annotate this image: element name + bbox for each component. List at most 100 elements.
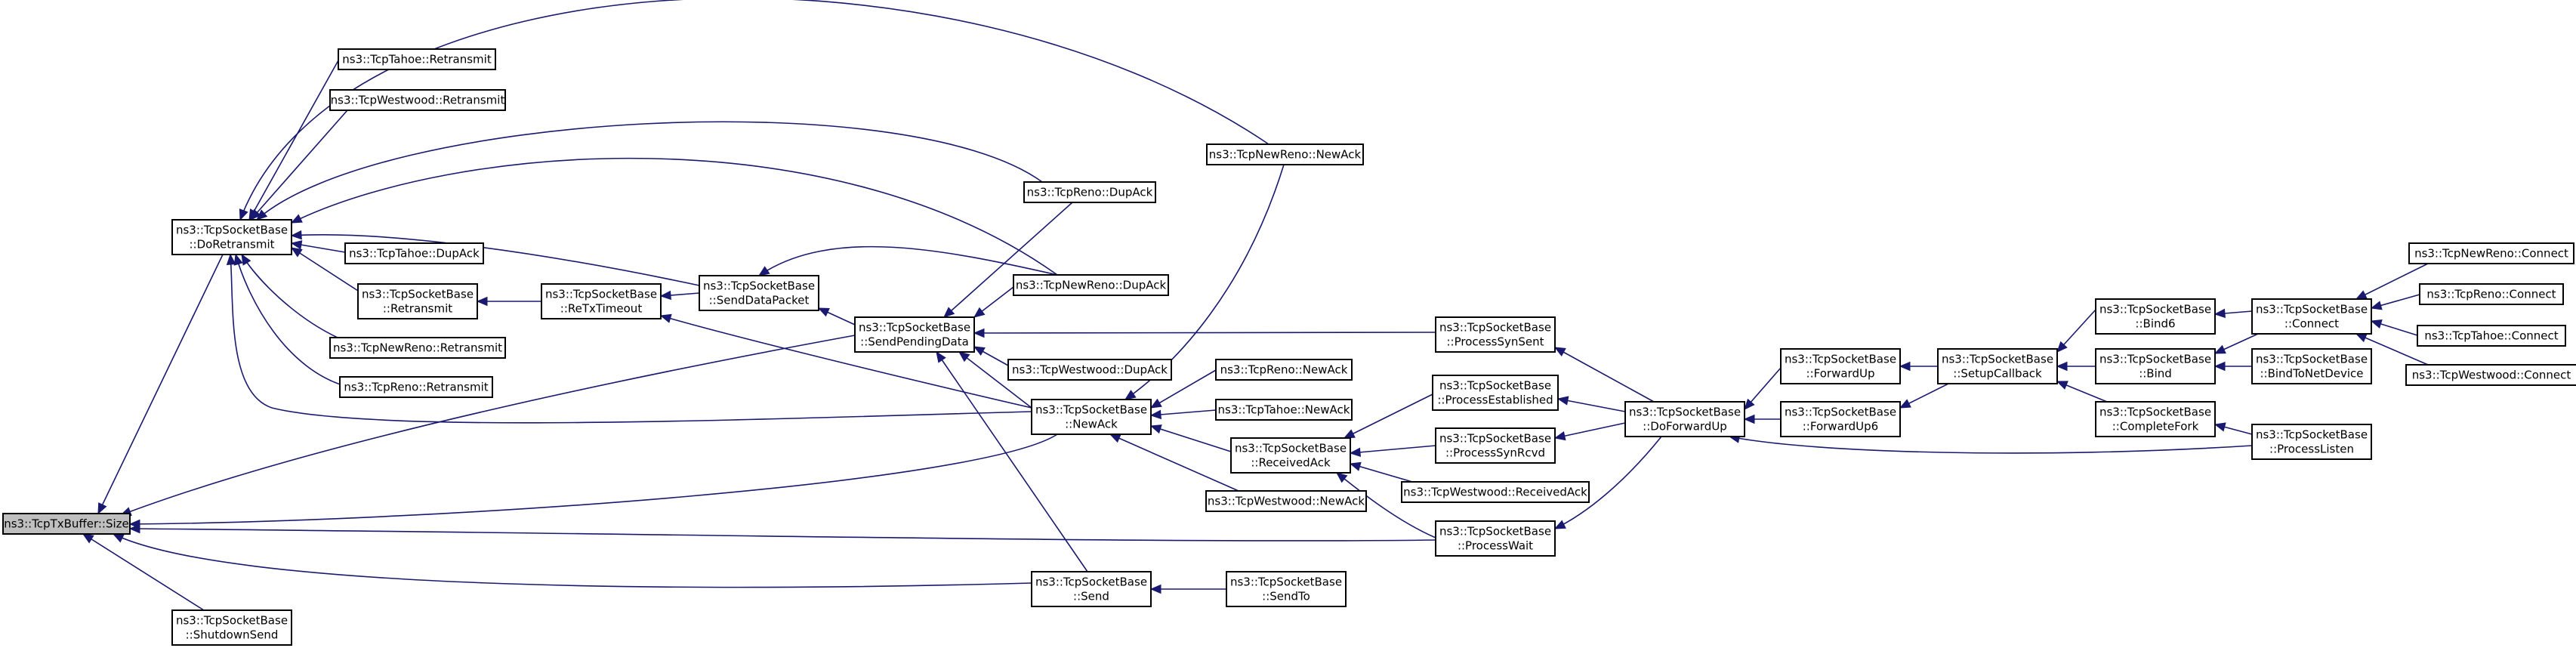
node-label-line: ns3::TcpSocketBase xyxy=(1785,353,1896,366)
node-doforwardup[interactable]: ns3::TcpSocketBase::DoForwardUp xyxy=(1624,401,1745,437)
node-label-line: ns3::TcpReno::Retransmit xyxy=(344,381,488,394)
node-box xyxy=(171,609,292,646)
node-bindtonetdevice[interactable]: ns3::TcpSocketBase::BindToNetDevice xyxy=(2251,348,2372,384)
edge-processsynsent-to-sendpendingdata xyxy=(973,328,1436,338)
node-label-line: ns3::TcpSocketBase xyxy=(2099,353,2211,366)
node-box xyxy=(2095,401,2216,437)
node-westwood-newack[interactable]: ns3::TcpWestwood::NewAck xyxy=(1205,490,1367,512)
node-label-line: ::ShutdownSend xyxy=(186,628,279,642)
node-newreno-newack[interactable]: ns3::TcpNewReno::NewAck xyxy=(1206,143,1364,165)
node-connect[interactable]: ns3::TcpSocketBase::Connect xyxy=(2251,298,2372,335)
edge-send-to-size xyxy=(112,533,1032,588)
node-box xyxy=(329,89,506,111)
node-box xyxy=(2251,298,2372,335)
node-receivedack[interactable]: ns3::TcpSocketBase::ReceivedAck xyxy=(1230,437,1351,474)
edge-bind-to-setupcallback xyxy=(2056,361,2096,372)
node-box xyxy=(1432,375,1559,411)
node-label-line: ns3::TcpSocketBase xyxy=(1439,525,1551,538)
edge-shutdownsend-to-size xyxy=(82,533,205,611)
edge-receivedack-to-newack xyxy=(1149,424,1232,452)
node-tahoe-dupack[interactable]: ns3::TcpTahoe::DupAck xyxy=(344,242,484,264)
node-box xyxy=(2408,242,2574,264)
node-doretransmit[interactable]: ns3::TcpSocketBase::DoRetransmit xyxy=(171,219,292,255)
node-label-line: ns3::TcpWestwood::DupAck xyxy=(1012,363,1168,377)
node-label-line: ::SendTo xyxy=(1262,590,1310,603)
node-completefork[interactable]: ns3::TcpSocketBase::CompleteFork xyxy=(2095,401,2216,437)
node-size[interactable]: ns3::TcpTxBuffer::Size xyxy=(2,513,131,535)
node-box xyxy=(2417,325,2566,347)
node-processestablished[interactable]: ns3::TcpSocketBase::ProcessEstablished xyxy=(1432,375,1559,411)
edge-connect-to-bind6 xyxy=(2214,308,2253,319)
node-label-line: ::ReTxTimeout xyxy=(560,302,643,316)
node-label-line: ::ForwardUp xyxy=(1806,367,1875,381)
node-reno-connect[interactable]: ns3::TcpReno::Connect xyxy=(2419,283,2564,305)
node-label-line: ::Connect xyxy=(2284,317,2339,331)
edge-sendto-to-send xyxy=(1149,584,1226,594)
edge-newreno_dupack-to-sendpendingdata xyxy=(973,286,1014,318)
node-reno-retransmit[interactable]: ns3::TcpReno::Retransmit xyxy=(339,376,493,398)
node-newreno-connect[interactable]: ns3::TcpNewReno::Connect xyxy=(2408,242,2574,264)
node-westwood-retransmit[interactable]: ns3::TcpWestwood::Retransmit xyxy=(329,89,506,111)
edge-processwait-to-receivedack xyxy=(1335,472,1436,538)
node-shutdownsend[interactable]: ns3::TcpSocketBase::ShutdownSend xyxy=(171,609,292,646)
node-reno-dupack[interactable]: ns3::TcpReno::DupAck xyxy=(1023,181,1156,203)
node-westwood-receivedack[interactable]: ns3::TcpWestwood::ReceivedAck xyxy=(1401,481,1590,503)
node-label-line: ns3::TcpSocketBase xyxy=(2256,428,2368,442)
edge-reno_retransmit-to-doretransmit xyxy=(233,253,348,387)
node-processwait[interactable]: ns3::TcpSocketBase::ProcessWait xyxy=(1435,520,1556,557)
node-forwardup6[interactable]: ns3::TcpSocketBase::ForwardUp6 xyxy=(1780,401,1901,437)
edge-newreno_dupack-to-senddatapacket xyxy=(757,245,1058,276)
node-box xyxy=(2419,283,2564,305)
node-sendpendingdata[interactable]: ns3::TcpSocketBase::SendPendingData xyxy=(854,316,975,353)
node-label-line: ns3::TcpWestwood::Retransmit xyxy=(331,94,505,107)
edge-newack-to-sendpendingdata xyxy=(958,351,1032,409)
node-forwardup[interactable]: ns3::TcpSocketBase::ForwardUp xyxy=(1780,348,1901,384)
edge-processsynrcvd-to-receivedack xyxy=(1349,445,1436,458)
node-label-line: ns3::TcpNewReno::Connect xyxy=(2414,247,2568,261)
node-label-line: ns3::TcpSocketBase xyxy=(1785,406,1896,419)
node-newack[interactable]: ns3::TcpSocketBase::NewAck xyxy=(1031,399,1152,435)
node-label-line: ::ForwardUp6 xyxy=(1803,420,1878,434)
node-senddatapacket[interactable]: ns3::TcpSocketBase::SendDataPacket xyxy=(699,275,819,311)
edge-bindtonetdevice-to-bind xyxy=(2214,361,2252,372)
node-label-line: ::SendPendingData xyxy=(860,335,969,349)
node-processsynsent[interactable]: ns3::TcpSocketBase::ProcessSynSent xyxy=(1435,316,1556,353)
node-send[interactable]: ns3::TcpSocketBase::Send xyxy=(1031,571,1152,607)
node-label-line: ns3::TcpWestwood::ReceivedAck xyxy=(1403,486,1587,499)
node-label-line: ::SetupCallback xyxy=(1953,367,2042,381)
node-box xyxy=(339,376,493,398)
node-westwood-dupack[interactable]: ns3::TcpWestwood::DupAck xyxy=(1007,359,1172,381)
node-sendto[interactable]: ns3::TcpSocketBase::SendTo xyxy=(1226,571,1347,607)
node-bind6[interactable]: ns3::TcpSocketBase::Bind6 xyxy=(2095,298,2216,335)
node-box xyxy=(541,283,662,319)
node-setupcallback[interactable]: ns3::TcpSocketBase::SetupCallback xyxy=(1937,348,2058,384)
node-label-line: ::SendDataPacket xyxy=(709,294,810,307)
node-processsynrcvd[interactable]: ns3::TcpSocketBase::ProcessSynRcvd xyxy=(1435,427,1556,464)
node-box xyxy=(2095,348,2216,384)
node-retransmit[interactable]: ns3::TcpSocketBase::Retransmit xyxy=(357,283,478,319)
edge-bind6-to-setupcallback xyxy=(2056,309,2096,353)
node-label-line: ns3::TcpSocketBase xyxy=(703,279,815,293)
node-label-line: ns3::TcpNewReno::DupAck xyxy=(1016,279,1167,292)
node-newreno-retransmit[interactable]: ns3::TcpNewReno::Retransmit xyxy=(329,337,506,359)
node-label-line: ns3::TcpSocketBase xyxy=(1629,406,1741,419)
node-westwood-connect[interactable]: ns3::TcpWestwood::Connect xyxy=(2405,364,2576,386)
edge-doforwardup-to-processsynsent xyxy=(1553,347,1655,403)
node-tahoe-newack[interactable]: ns3::TcpTahoe::NewAck xyxy=(1215,399,1353,421)
node-label-line: ns3::TcpTahoe::Retransmit xyxy=(342,53,492,66)
node-bind[interactable]: ns3::TcpSocketBase::Bind xyxy=(2095,348,2216,384)
node-box xyxy=(1206,143,1364,165)
node-box xyxy=(1435,427,1556,464)
node-label-line: ::Retransmit xyxy=(383,302,452,316)
nodes-layer: ns3::TcpTxBuffer::Sizens3::TcpSocketBase… xyxy=(2,48,2576,646)
node-processlisten[interactable]: ns3::TcpSocketBase::ProcessListen xyxy=(2251,424,2372,460)
node-newreno-dupack[interactable]: ns3::TcpNewReno::DupAck xyxy=(1013,274,1169,296)
node-box xyxy=(1205,490,1367,512)
edge-newreno_newack-to-doretransmit xyxy=(239,0,1269,221)
node-tahoe-retransmit[interactable]: ns3::TcpTahoe::Retransmit xyxy=(338,48,496,70)
node-retxtimeout[interactable]: ns3::TcpSocketBase::ReTxTimeout xyxy=(541,283,662,319)
node-reno-newack[interactable]: ns3::TcpReno::NewAck xyxy=(1215,359,1353,381)
node-box xyxy=(1226,571,1347,607)
node-box xyxy=(2405,364,2576,386)
node-tahoe-connect[interactable]: ns3::TcpTahoe::Connect xyxy=(2417,325,2566,347)
